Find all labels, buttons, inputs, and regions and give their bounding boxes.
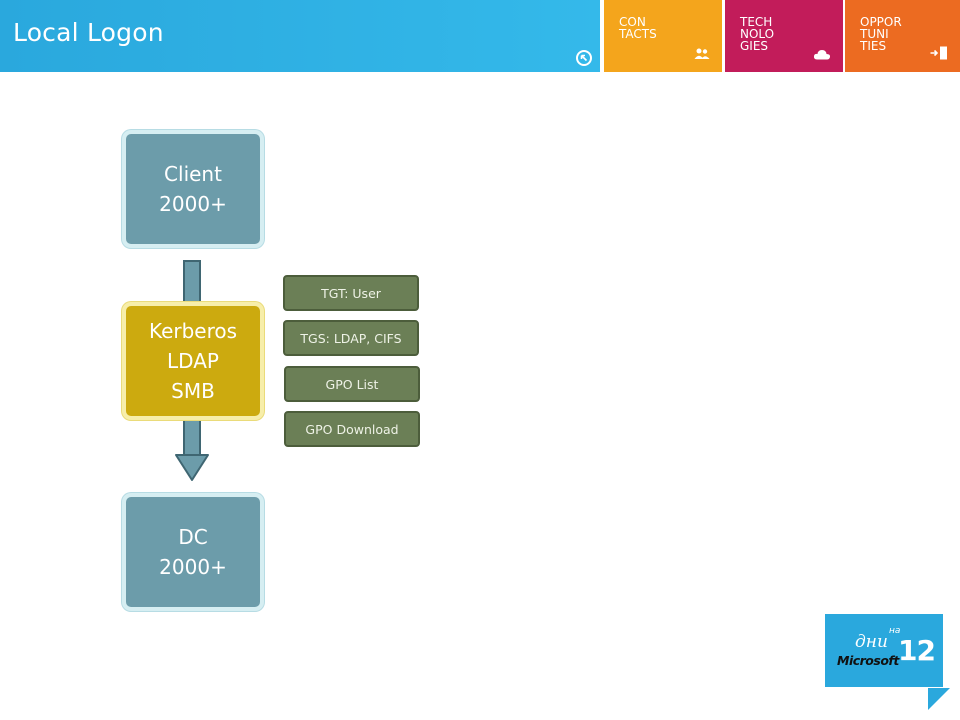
logo-text-na: на [889, 626, 901, 636]
tile-technologies[interactable]: TECH NOLO GIES [725, 0, 843, 72]
tile-technologies-label: TECH NOLO GIES [740, 15, 775, 53]
tile-opportunities[interactable]: OPPOR TUNI TIES [845, 0, 960, 72]
tile-contacts-label: CON TACTS [619, 15, 657, 41]
message-gpo-download: GPO Download [284, 411, 420, 447]
door-exit-icon [930, 45, 948, 64]
logo-text-number: 12 [898, 634, 936, 667]
client-node-label: Client 2000+ [159, 162, 227, 216]
tile-contacts[interactable]: CON TACTS [604, 0, 722, 72]
flow-arrow-shaft-lower [183, 416, 201, 456]
people-icon [694, 45, 710, 64]
cloud-icon [813, 45, 831, 64]
dc-node: DC 2000+ [122, 493, 264, 611]
flow-arrow-shaft [183, 260, 201, 306]
protocols-node-label: Kerberos LDAP SMB [148, 319, 238, 403]
back-arrow-circle-icon[interactable] [576, 50, 592, 66]
flow-arrow-head [175, 454, 209, 481]
message-tgt-user: TGT: User [283, 275, 419, 311]
dc-node-label: DC 2000+ [159, 525, 227, 579]
message-gpo-list: GPO List [284, 366, 420, 402]
tile-opportunities-label: OPPOR TUNI TIES [860, 15, 902, 53]
protocols-node: Kerberos LDAP SMB [122, 302, 264, 420]
event-logo: дни на Microsoft 12 [825, 614, 943, 687]
page-title: Local Logon [13, 18, 164, 47]
client-node: Client 2000+ [122, 130, 264, 248]
header-bar: Local Logon [0, 0, 600, 72]
corner-triangle-decoration [928, 688, 950, 710]
message-tgs-ldap-cifs: TGS: LDAP, CIFS [283, 320, 419, 356]
logo-text-dni: дни [855, 632, 888, 652]
logo-text-microsoft: Microsoft [837, 653, 899, 668]
